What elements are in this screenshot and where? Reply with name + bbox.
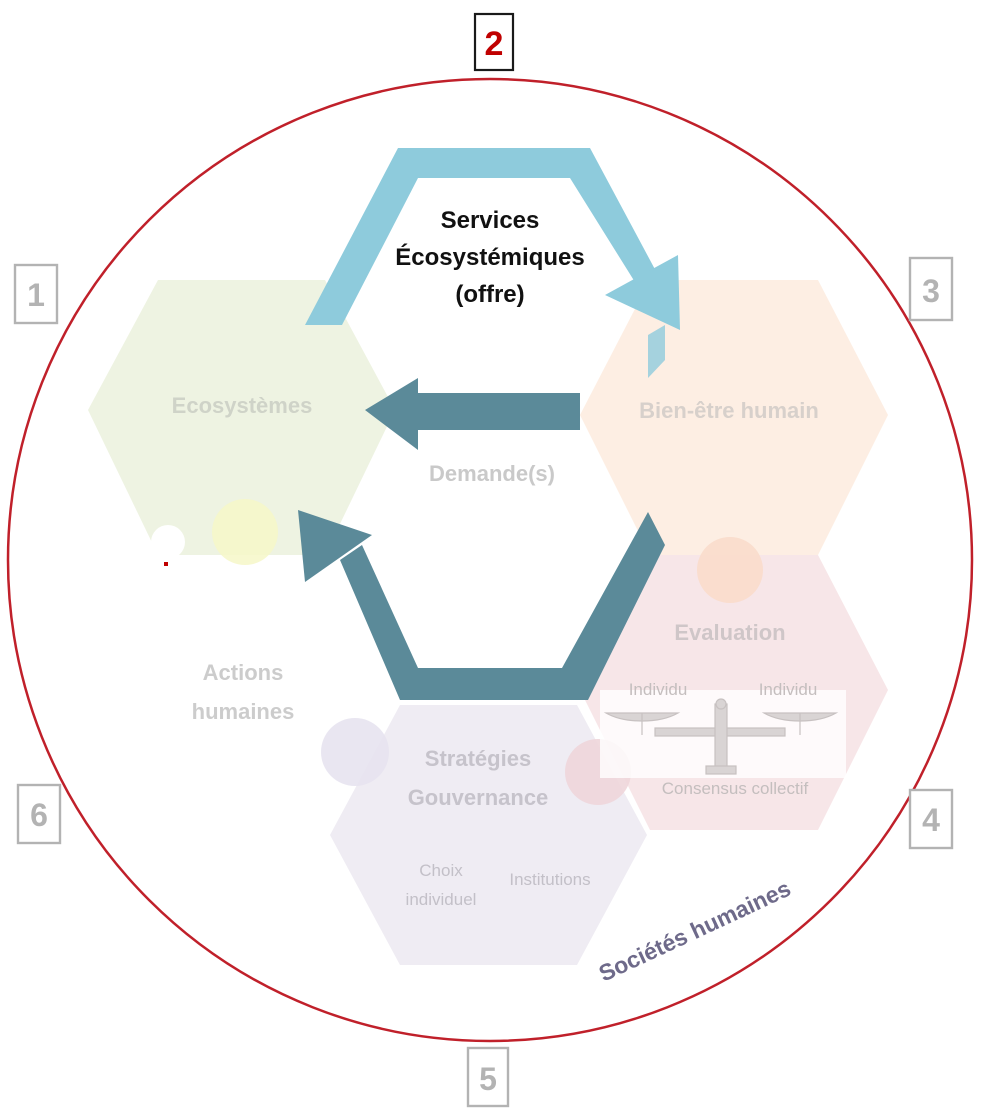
services-arrow-head [605,255,680,330]
actions-label-line1: Actions [203,660,284,685]
societies-label: Sociétés humaines [595,875,795,987]
balance-scale-icon [603,698,839,775]
hex-ecosystems-label: Ecosystèmes [172,393,313,418]
step-number-2: 2 [485,25,504,63]
services-arrow-tail [648,325,665,378]
deco-circle-yellow [212,499,278,565]
deco-circle-lavender [321,718,389,786]
governance-institutions: Institutions [509,870,590,889]
step-number-3: 3 [922,273,940,309]
governance-choice-line2: individuel [406,890,477,909]
evaluation-individual-left: Individu [629,680,688,699]
step-box-5 [466,1046,510,1108]
step-box-1 [13,263,59,325]
hex-strategies-label-line1: Stratégies [425,746,531,771]
deco-circle-white [151,525,185,559]
evaluation-consensus: Consensus collectif [662,779,809,798]
actions-arrow-head [298,510,372,582]
step-box-2 [473,12,515,72]
actions-label-line2: humaines [192,699,295,724]
services-label-line3: (offre) [455,281,524,308]
services-label-line2: Écosystémiques [395,243,584,271]
step-box-3 [908,256,954,322]
actions-arrow-body [340,512,665,700]
evaluation-individual-right: Individu [759,680,818,699]
societies-circle [6,77,974,1043]
services-arrow-body [305,148,658,325]
governance-choice-line1: Choix [419,861,463,880]
step-number-4: 4 [922,802,940,838]
step-number-6: 6 [30,797,48,833]
demand-label: Demande(s) [429,461,555,486]
hex-evaluation-label: Evaluation [674,620,785,645]
hex-wellbeing-label: Bien-être humain [639,398,819,423]
deco-circle-orange [697,537,763,603]
step-box-4 [908,788,954,850]
services-label-line1: Services [441,207,540,234]
deco-mark [164,562,168,566]
demand-arrow [365,378,580,450]
step-box-6 [16,783,62,845]
hex-ecosystems [88,280,395,555]
hex-strategies-label-line2: Gouvernance [408,785,549,810]
step-number-1: 1 [27,277,45,313]
step-number-5: 5 [479,1061,497,1097]
